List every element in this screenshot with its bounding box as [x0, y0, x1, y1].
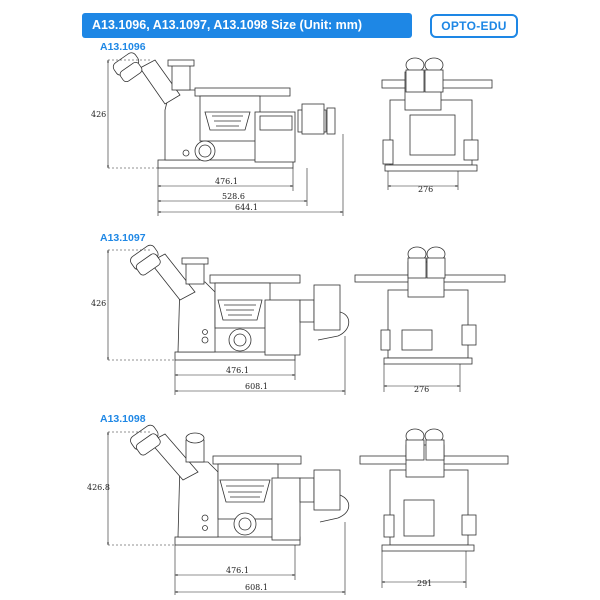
front-width-label-a13-1097: 276: [414, 385, 429, 394]
dimension-lines-a13-1097: [107, 249, 346, 395]
front-view-a13-1097: [354, 246, 506, 365]
width-label-a13-1096-3: 644.1: [235, 203, 258, 212]
front-width-label-a13-1096: 276: [418, 185, 433, 194]
front-dimension-a13-1096: [387, 171, 459, 190]
title-banner: A13.1096, A13.1097, A13.1098 Size (Unit:…: [82, 13, 412, 38]
height-label-a13-1098: 426.8: [87, 483, 110, 492]
dimension-lines-a13-1098: [107, 431, 346, 595]
front-dimension-a13-1098: [381, 551, 467, 588]
width-label-a13-1096-1: 476.1: [215, 177, 238, 186]
model-label-a13-1098: A13.1098: [100, 413, 146, 425]
width-label-a13-1096-2: 528.6: [222, 192, 245, 201]
front-view-a13-1098: [359, 428, 509, 552]
model-label-a13-1097: A13.1097: [100, 232, 146, 244]
front-view-a13-1096: [381, 57, 493, 172]
width-label-a13-1098-2: 608.1: [245, 583, 268, 592]
model-label-a13-1096: A13.1096: [100, 41, 146, 53]
front-dimension-a13-1097: [383, 364, 461, 392]
width-label-a13-1097-2: 608.1: [245, 382, 268, 391]
front-width-label-a13-1098: 291: [417, 579, 432, 588]
width-label-a13-1098-1: 476.1: [226, 566, 249, 575]
page-title: A13.1096, A13.1097, A13.1098 Size (Unit:…: [92, 18, 363, 32]
width-label-a13-1097-1: 476.1: [226, 366, 249, 375]
brand-logo: OPTO-EDU: [430, 14, 518, 38]
side-view-a13-1097: [130, 244, 350, 361]
side-view-a13-1098: [130, 424, 350, 546]
side-view-a13-1096: [112, 52, 336, 169]
height-label-a13-1097: 426: [91, 299, 106, 308]
dimension-lines-a13-1096: [107, 59, 344, 216]
height-label-a13-1096: 426: [91, 110, 106, 119]
